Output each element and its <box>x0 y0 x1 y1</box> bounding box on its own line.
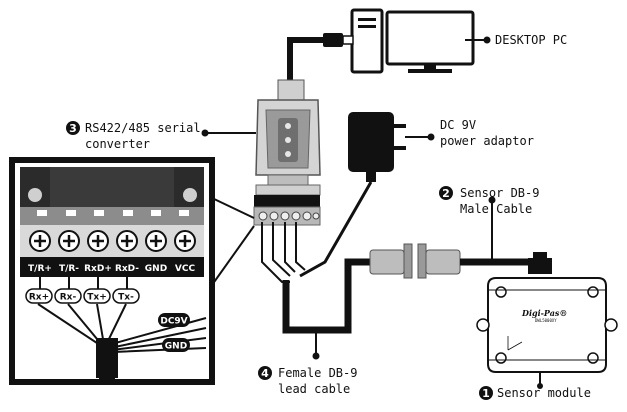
callout-power: DC 9V power adaptor <box>440 118 534 148</box>
pc-monitor <box>385 10 475 66</box>
wire-tag-dc9v: DC9V <box>160 317 187 327</box>
number-badge-4 <box>258 366 272 380</box>
terminal-label-gnd: GND <box>145 264 167 274</box>
sensor-model: DWL5000XY <box>535 318 557 323</box>
female-lead-cable <box>282 258 375 334</box>
terminal-label-rxd-plus: RxD+ <box>84 264 112 274</box>
label-cable-line2: Male Cable <box>460 202 532 216</box>
number-3: 3 <box>69 122 77 135</box>
number-badge-3 <box>66 121 80 135</box>
callout-lead-cable: 4 Female DB-9 lead cable <box>258 366 357 396</box>
desktop-pc <box>350 8 475 74</box>
number-1: 1 <box>482 387 490 400</box>
callout-sensor-cable: 2 Sensor DB-9 Male Cable <box>439 186 539 216</box>
callout-converter: 3 RS422/485 serial converter <box>66 121 201 151</box>
serial-converter <box>253 79 321 226</box>
label-sensor-module: Sensor module <box>497 386 591 400</box>
callout-sensor-module: 1 Sensor module <box>479 386 591 400</box>
wire-tag-tx-minus: Tx- <box>118 293 134 303</box>
terminal-zoom-panel: T/R+ T/R- RxD+ RxD- GND VCC Rx+ Rx- Tx+ <box>9 157 255 385</box>
sensor-module: Digi-Pas® DWL5000XY <box>476 252 618 373</box>
terminal-label-tr-minus: T/R- <box>59 264 79 274</box>
terminal-label-vcc: VCC <box>175 264 196 274</box>
converter-wires <box>261 222 306 283</box>
number-4: 4 <box>261 367 269 380</box>
number-badge-2 <box>439 186 453 200</box>
wire-tag-tx-plus: Tx+ <box>87 293 107 303</box>
usb-plug <box>323 33 343 47</box>
power-adaptor <box>348 112 406 182</box>
wire-tag-gnd: GND <box>165 342 187 352</box>
label-converter-line2: converter <box>85 137 150 151</box>
number-2: 2 <box>442 187 450 200</box>
label-lead-line2: lead cable <box>278 382 350 396</box>
terminal-label-rxd-minus: RxD- <box>115 264 139 274</box>
terminal-label-tr-plus: T/R+ <box>28 264 52 274</box>
db9-connector-pair <box>369 243 461 279</box>
label-cable-line1: Sensor DB-9 <box>460 186 539 200</box>
label-converter-line1: RS422/485 serial <box>85 121 201 135</box>
label-power-line2: power adaptor <box>440 134 534 148</box>
label-power-line1: DC 9V <box>440 118 476 132</box>
sensor-brand: Digi-Pas® <box>521 308 567 318</box>
label-lead-line1: Female DB-9 <box>278 366 357 380</box>
wire-tag-rx-minus: Rx- <box>60 293 77 303</box>
wire-tag-rx-plus: Rx+ <box>29 293 49 303</box>
wire-tags: Rx+ Rx- Tx+ Tx- DC9V GND <box>25 288 190 352</box>
number-badge-1 <box>479 386 493 400</box>
terminal-screws <box>29 230 196 252</box>
label-desktop-pc: DESKTOP PC <box>495 33 567 47</box>
power-cable <box>299 181 373 278</box>
